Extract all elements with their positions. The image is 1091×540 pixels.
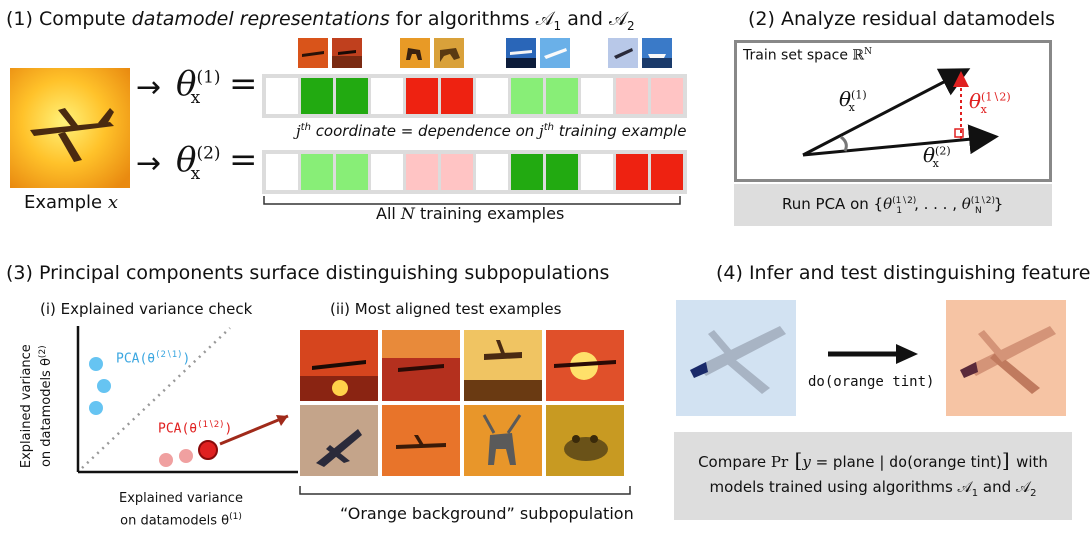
arrow-right-icon: → (136, 146, 162, 181)
example-label: Example x (24, 192, 118, 213)
explained-variance-subheading: (i) Explained variance check (40, 300, 253, 318)
thumb-horse-2 (434, 38, 464, 72)
compare-line-1: Compare Pr [y = plane | do(orange tint)]… (698, 448, 1048, 472)
vector-cell (476, 78, 508, 114)
photo-jet-on-sand (300, 405, 378, 476)
y-axis-label: Explained variance on datamodels θ(2) (18, 344, 55, 469)
thumb-ship (642, 38, 672, 72)
vector-cell (616, 78, 648, 114)
photo-sunset-plane-4 (546, 330, 624, 401)
theta2-vector-label: θ(2)x (923, 143, 951, 170)
thumb-pale-plane (608, 38, 638, 72)
pca12-label: PCA(θ(1∖2)) (158, 420, 233, 437)
do-orange-tint-label: do(orange tint) (808, 374, 935, 390)
panel3-heading: (3) Principal components surface disting… (6, 262, 610, 284)
vector-cell (301, 154, 333, 190)
thumb-orange-plane-1 (298, 38, 328, 72)
photo-sunset-plane-3 (464, 330, 542, 401)
vector-cell (371, 154, 403, 190)
vector-cell (441, 154, 473, 190)
vector-cell (651, 154, 683, 190)
example-airplane-image (10, 68, 130, 188)
run-pca-box: Run PCA on {θ(1∖2)1, . . . , θ(1∖2)N} (734, 184, 1052, 226)
diagonal-line (81, 327, 231, 469)
photo-orange-sky-plane (382, 405, 460, 476)
vector-cell (301, 78, 333, 114)
vector-cell (581, 78, 613, 114)
arrow-head-icon (276, 415, 288, 426)
arrow-right-icon: → (136, 70, 162, 105)
datamodel-vector-2 (262, 150, 687, 194)
vector-cell (546, 78, 578, 114)
blue-point (97, 379, 111, 393)
all-examples-bracket (263, 196, 681, 205)
photo-sunset-plane-2 (382, 330, 460, 401)
vector-cell (651, 78, 683, 114)
subpopulation-bracket (299, 486, 631, 495)
thumb-blue-plane-2 (540, 38, 570, 72)
thumb-horse-1 (400, 38, 430, 72)
coordinate-caption: jth coordinate = dependence on jth train… (296, 122, 687, 140)
residual-vector-label: θ(1∖2)x (969, 89, 1011, 116)
vector-cell (511, 154, 543, 190)
red-point (198, 440, 218, 460)
vector-cell (616, 154, 648, 190)
photo-sunset-plane-1 (300, 330, 378, 401)
vector-cell (336, 154, 368, 190)
vector-cell (266, 154, 298, 190)
x-axis-label: Explained variance on datamodels θ(1) (119, 491, 243, 529)
blue-point (89, 401, 103, 415)
pink-point (159, 453, 173, 467)
pink-point (179, 449, 193, 463)
vector-cell (581, 154, 613, 190)
subpopulation-caption: “Orange background” subpopulation (340, 504, 634, 523)
vector-cell (546, 154, 578, 190)
connector-arrow (219, 414, 289, 446)
tinted-plane-image (946, 300, 1066, 416)
aligned-examples-grid (300, 330, 628, 480)
photo-deer (464, 405, 542, 476)
explained-variance-plot (76, 326, 298, 474)
run-pca-text: Run PCA on {θ(1∖2)1, . . . , θ(1∖2)N} (782, 195, 1004, 216)
theta1-vector-label: θ(1)x (839, 87, 867, 114)
panel4-heading: (4) Infer and test distinguishing featur… (716, 262, 1091, 284)
all-examples-caption: All N training examples (376, 204, 565, 223)
aligned-examples-subheading: (ii) Most aligned test examples (330, 300, 562, 318)
blue-point (89, 357, 103, 371)
compare-box: Compare Pr [y = plane | do(orange tint)]… (674, 432, 1072, 520)
datamodel-vector-1 (262, 74, 687, 118)
vector-diagram (802, 68, 999, 157)
vector-cell (441, 78, 473, 114)
original-plane-image (676, 300, 796, 416)
pca21-label: PCA(θ(2∖1)) (116, 350, 191, 367)
space-label: Train set space ℝN (743, 47, 872, 64)
thumb-blue-plane-1 (506, 38, 536, 72)
compare-line-2: models trained using algorithms 𝒜1 and 𝒜… (709, 478, 1037, 499)
theta2-label: θ(2)x = (176, 140, 258, 184)
vector-cell (406, 78, 438, 114)
panel2-heading: (2) Analyze residual datamodels (748, 8, 1056, 30)
vector-cell (406, 154, 438, 190)
panel1-heading: (1) Compute datamodel representations fo… (6, 8, 635, 33)
train-set-space-box: Train set space ℝN θ(1)x θ(2)x θ(1∖2)x (734, 40, 1052, 182)
vector-cell (266, 78, 298, 114)
thumb-orange-plane-2 (332, 38, 362, 72)
vector-cell (476, 154, 508, 190)
theta1-label: θ(1)x = (176, 64, 258, 108)
vector-cell (511, 78, 543, 114)
do-arrow (828, 344, 918, 364)
vector-cell (336, 78, 368, 114)
photo-frog (546, 405, 624, 476)
vector-cell (371, 78, 403, 114)
